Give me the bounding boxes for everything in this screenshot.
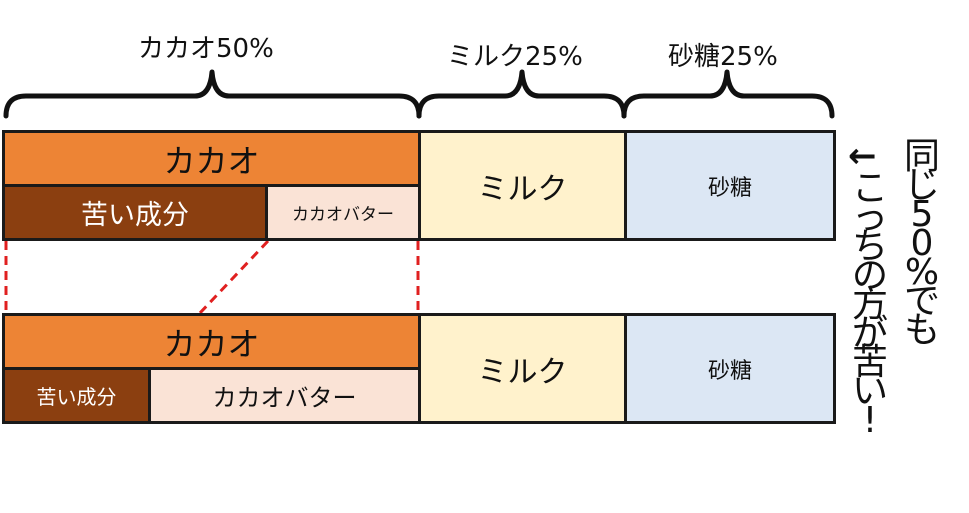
row2-bitter-label: 苦い成分	[36, 385, 117, 409]
row2-bitter-segment: 苦い成分	[2, 367, 151, 424]
sugar-brace	[621, 69, 835, 119]
row2-butter-label: カカオバター	[212, 384, 357, 412]
row1-bitter-label: 苦い成分	[81, 200, 189, 231]
left-arrow-icon: ←	[848, 136, 877, 176]
row2-sugar-label: 砂糖	[707, 358, 752, 384]
row2-cacao-bar: カカオ	[2, 313, 421, 370]
side-note-char: い	[851, 371, 888, 412]
row1-butter-label: カカオバター	[292, 205, 394, 225]
row1-milk-segment: ミルク	[418, 130, 627, 241]
row2-sugar-segment: 砂糖	[624, 313, 836, 424]
side-note-col1: 同 じ 5 0 % で も	[900, 136, 944, 351]
row1-bitter-segment: 苦い成分	[2, 184, 268, 241]
side-note-char: こ	[851, 168, 888, 209]
row2-milk-label: ミルク	[477, 354, 568, 390]
row1-cacao-bar: カカオ	[2, 130, 421, 187]
cacao-share-label: カカオ50%	[138, 34, 274, 64]
row2-cacao-label: カカオ	[163, 324, 260, 363]
side-note-char: じ	[903, 165, 940, 206]
row1-butter-segment: カカオバター	[265, 184, 421, 241]
side-note-char: 苦	[851, 342, 888, 383]
side-note-col2: こ っ ち の 方 が 苦 い !	[848, 168, 892, 441]
row2-milk-segment: ミルク	[418, 313, 627, 424]
side-note-char: ち	[851, 226, 888, 267]
side-note-char: !	[862, 400, 878, 441]
sugar-share-label: 砂糖25%	[668, 42, 778, 72]
row1-milk-label: ミルク	[477, 171, 568, 207]
side-note-char: が	[851, 313, 888, 354]
side-note-char: 0	[910, 223, 934, 264]
side-note-char: の	[851, 255, 888, 296]
row1-sugar-segment: 砂糖	[624, 130, 836, 241]
row1-cacao-label: カカオ	[163, 141, 260, 180]
side-note-char: も	[903, 310, 940, 351]
milk-share-label: ミルク25%	[447, 42, 583, 72]
side-note-char: 同	[903, 136, 940, 177]
side-note-char: で	[903, 281, 940, 322]
cacao-brace	[3, 69, 422, 119]
side-note-char: っ	[851, 197, 888, 238]
side-note-char: 5	[910, 194, 934, 235]
side-note-char: 方	[851, 284, 888, 325]
row2-butter-segment: カカオバター	[148, 367, 421, 424]
row1-sugar-label: 砂糖	[707, 175, 752, 201]
milk-brace	[416, 69, 627, 119]
side-note-char: %	[904, 252, 940, 293]
